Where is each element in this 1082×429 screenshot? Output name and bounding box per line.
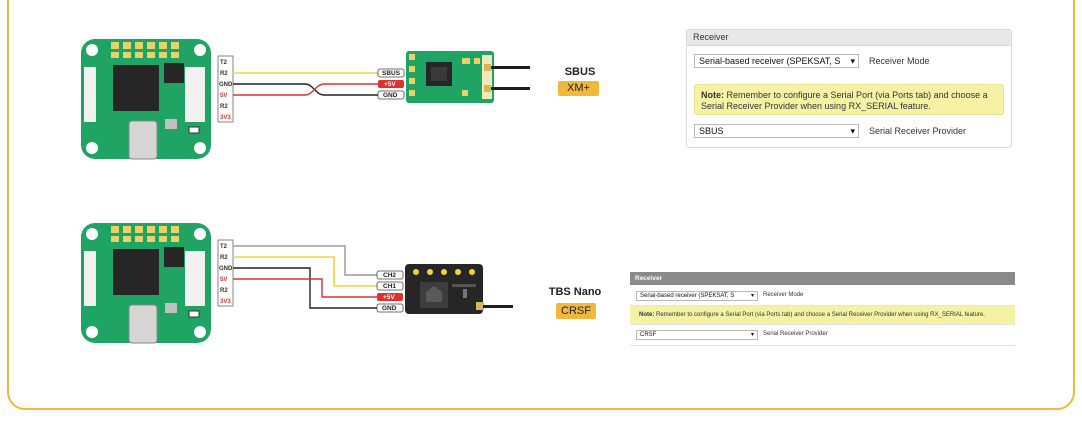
fc-pin-label: R2 [220, 255, 228, 261]
rx-pin-label: +5V [384, 81, 396, 88]
wire-ground [233, 83, 378, 96]
fc-pin-label: GND [219, 82, 233, 88]
wire-ch2 [233, 245, 377, 276]
flight-controller-board-1 [80, 38, 212, 160]
rx-pad [377, 293, 403, 301]
content-frame [7, 0, 1075, 410]
receiver-badge-1: XM+ [558, 81, 599, 96]
wire-power [233, 83, 378, 96]
panel-title: Receiver [687, 30, 1011, 46]
fc-pin-header-1 [217, 55, 234, 123]
receiver-mode-value: Serial-based receiver (SPEKSAT, S [640, 293, 735, 299]
rx-pad [378, 80, 404, 88]
rx-pad [376, 303, 404, 313]
serial-provider-value: CRSF [640, 332, 657, 338]
receiver-badge-2: CRSF [556, 303, 596, 319]
receiver-mode-row: Serial-based receiver (SPEKSAT, S ▾ Rece… [630, 285, 1015, 306]
fc-pin-label: T2 [220, 60, 228, 66]
wire-ch1 [233, 256, 377, 287]
rx-pin-label: GND [382, 305, 397, 312]
chevron-down-icon: ▾ [850, 126, 855, 136]
fc-pin-label: R2 [220, 104, 228, 110]
fc-pin-header-2 [217, 239, 234, 307]
xm-plus-receiver [406, 51, 530, 103]
wire-power [233, 278, 377, 298]
serial-provider-value: SBUS [699, 126, 724, 136]
fc-pin-label: 3V3 [220, 115, 231, 121]
flight-controller-board-2 [80, 222, 212, 344]
rx-pin-label: GND [383, 92, 398, 99]
panel-title: Receiver [630, 272, 1015, 285]
note-text: Remember to configure a Serial Port (via… [654, 312, 985, 318]
fc-pin-label: R2 [220, 71, 228, 77]
rx-pin-label: SBUS [382, 70, 401, 77]
chevron-down-icon: ▾ [750, 293, 754, 299]
receiver-protocol-label-1: SBUS [564, 66, 596, 78]
serial-port-note: Note: Remember to configure a Serial Por… [694, 84, 1004, 115]
fc-pin-label: 5V [220, 277, 227, 283]
note-text: Remember to configure a Serial Port (via… [701, 90, 988, 111]
serial-provider-select[interactable]: SBUS ▾ [694, 124, 859, 138]
rx-pad [377, 90, 405, 100]
note-bold: Note: [701, 90, 724, 100]
serial-provider-row: CRSF ▾ Serial Receiver Provider [630, 325, 1015, 346]
fc-pin-label: T2 [220, 244, 228, 250]
serial-port-note: Note: Remember to configure a Serial Por… [639, 312, 985, 318]
receiver-mode-label: Receiver Mode [763, 292, 804, 298]
rx-pad [377, 68, 405, 78]
receiver-mode-value: Serial-based receiver (SPEKSAT, S [699, 56, 841, 66]
rx-pad [376, 281, 404, 291]
receiver-mode-select[interactable]: Serial-based receiver (SPEKSAT, S ▾ [636, 291, 758, 301]
rx-pin-label: CH2 [383, 272, 396, 279]
rx-pin-label: CH1 [383, 283, 396, 290]
receiver-protocol-label-2: TBS Nano [548, 286, 602, 298]
fc-pin-label: R2 [220, 288, 228, 294]
serial-provider-label: Serial Receiver Provider [869, 126, 967, 136]
serial-provider-select[interactable]: CRSF ▾ [636, 330, 758, 340]
fc-pin-label: 5V [220, 93, 227, 99]
receiver-config-panel-1: Receiver Serial-based receiver (SPEKSAT,… [686, 29, 1012, 148]
chevron-down-icon: ▾ [750, 332, 754, 338]
serial-port-note-row: Note: Remember to configure a Serial Por… [630, 306, 1015, 325]
wire-ground [233, 267, 377, 309]
tbs-nano-receiver [405, 264, 513, 314]
fc-pin-label: GND [219, 266, 233, 272]
receiver-mode-select[interactable]: Serial-based receiver (SPEKSAT, S ▾ [694, 54, 859, 68]
note-bold: Note: [639, 312, 655, 318]
receiver-mode-label: Receiver Mode [869, 56, 930, 66]
fc-pin-label: 3V3 [220, 299, 231, 305]
chevron-down-icon: ▾ [850, 56, 855, 66]
receiver-config-panel-2: Receiver Serial-based receiver (SPEKSAT,… [630, 272, 1015, 348]
rx-pad [376, 270, 404, 280]
serial-provider-label: Serial Receiver Provider [763, 331, 828, 337]
rx-pin-label: +5V [383, 294, 395, 301]
